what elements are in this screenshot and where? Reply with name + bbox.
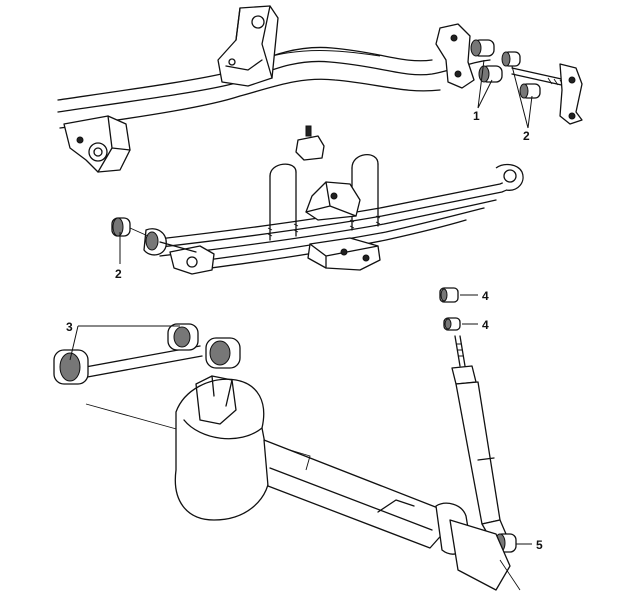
spring-bracket-left — [63, 115, 131, 173]
trailing-link — [53, 323, 241, 385]
u-bolt-left — [267, 163, 299, 241]
callout-2-spring-eye: 2 — [115, 267, 122, 281]
pin-bushing-upper — [501, 51, 521, 67]
callout-1: 1 — [473, 109, 480, 123]
bump-stop — [295, 125, 325, 161]
shock-bushing-upper — [439, 287, 459, 303]
callout-4-upper: 4 — [482, 289, 489, 303]
frame-hanger-bracket — [217, 5, 279, 87]
leader-lines — [69, 59, 533, 545]
spring-eye-bushing — [111, 217, 149, 237]
spring-plate — [307, 237, 381, 271]
pin-bushing-lower — [519, 83, 541, 99]
axle-housing — [85, 375, 521, 591]
callout-2-shackle: 2 — [523, 129, 530, 143]
shackle-kit — [435, 23, 583, 125]
callout-3: 3 — [66, 320, 73, 334]
spring-seat-block — [305, 181, 361, 221]
callout-5: 5 — [536, 538, 543, 552]
link-bushing-axle — [205, 337, 241, 369]
link-bushing-front — [167, 323, 199, 351]
callout-4-lower: 4 — [482, 318, 489, 332]
shock-bushing-lower — [443, 317, 461, 331]
link-bushing-rear — [53, 349, 89, 385]
shackle-bushing-upper — [470, 39, 495, 57]
leaf-spring — [143, 163, 524, 275]
